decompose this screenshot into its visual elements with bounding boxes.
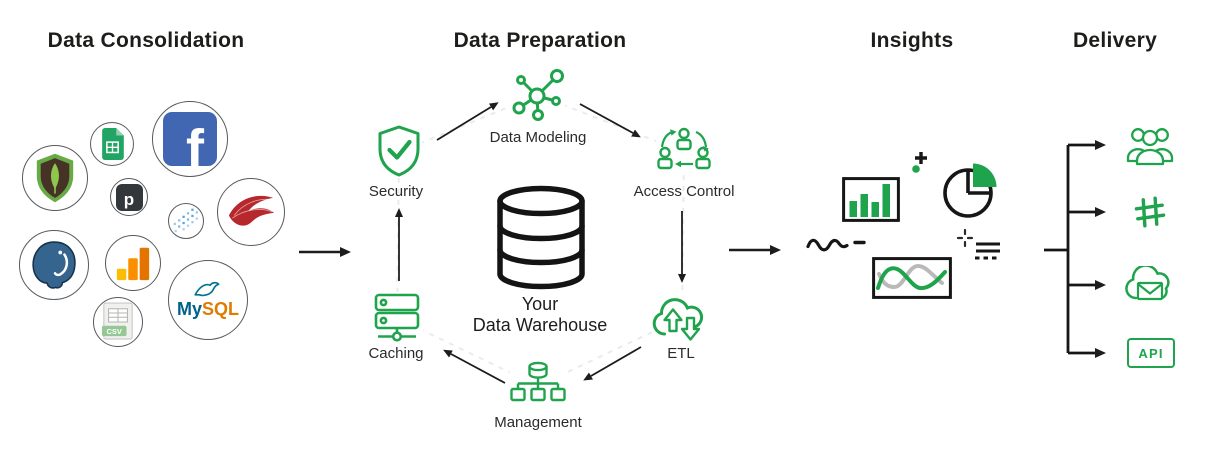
blue-dots-icon [173,208,198,233]
api-label: API [1138,345,1164,361]
data-warehouse-cylinder-icon [493,185,589,293]
label-etl: ETL [667,345,695,362]
source-bubble-mysql: MySQL [168,260,248,340]
mail-cloud-icon [1125,266,1170,301]
section-title-preparation: Data Preparation [453,29,627,52]
mysql-word-my: My [176,298,202,319]
source-bubble-facebook: f [152,101,228,177]
arrow-management-to-caching [443,349,506,384]
api-badge: API [1127,338,1175,368]
label-access-control: Access Control [633,183,735,200]
caching-server-icon [371,292,423,344]
arrow-etl-to-management [583,346,642,381]
source-bubble-postgresql [19,230,89,300]
label-caching: Caching [368,345,424,362]
label-security: Security [368,183,424,200]
pie-chart-icon [943,163,997,218]
section-title-insights: Insights [870,29,954,52]
bar-chart-icon [842,177,900,222]
management-tree-icon [510,360,566,412]
label-warehouse-line2: Data Warehouse [472,315,608,335]
etl-cloud-icon [652,292,708,344]
mysql-dolphin-icon [194,281,220,296]
security-shield-icon [376,124,422,178]
line-chart-icon [872,257,952,299]
source-bubble-csv: CSV [93,297,143,347]
access-control-users-icon [656,126,712,174]
arrow-modeling-to-access [579,103,641,138]
mongodb-icon [36,153,74,203]
source-bubble-pipedrive: p [110,178,148,216]
postgresql-icon [32,241,76,289]
source-bubble-google-sheets [90,122,134,166]
csv-file-icon: CSV [101,302,133,340]
sparkline-squiggle-icon [806,238,866,252]
facebook-letter: f [186,119,204,166]
source-bubble-mongodb [22,145,88,211]
google-analytics-icon [116,247,150,281]
pipedrive-icon: p [115,183,143,211]
mysql-wordmark: MySQL [177,299,239,320]
source-bubble-sql-server [217,178,285,246]
user-group-icon [1126,128,1174,166]
google-sheets-icon [101,128,124,160]
arrow-security-to-modeling [436,102,499,141]
data-modeling-network-icon [511,67,565,123]
section-title-consolidation: Data Consolidation [47,29,245,52]
label-data-modeling: Data Modeling [489,129,587,146]
mysql-logo: MySQL [177,281,239,320]
section-title-delivery: Delivery [1072,29,1158,52]
sparkle-list-icon [956,228,1000,260]
hashtag-icon [1134,196,1166,228]
source-bubble-google-analytics [105,235,161,291]
mysql-word-sql: SQL [202,298,240,319]
source-bubble-blue-dots [168,203,204,239]
label-management: Management [494,414,582,431]
facebook-icon: f [163,112,217,166]
plus-dot-marker-icon [912,152,927,173]
csv-label: CSV [106,327,122,336]
sql-server-icon [228,195,274,226]
label-warehouse-line1: Your [521,294,559,314]
pipedrive-letter: p [123,189,135,209]
